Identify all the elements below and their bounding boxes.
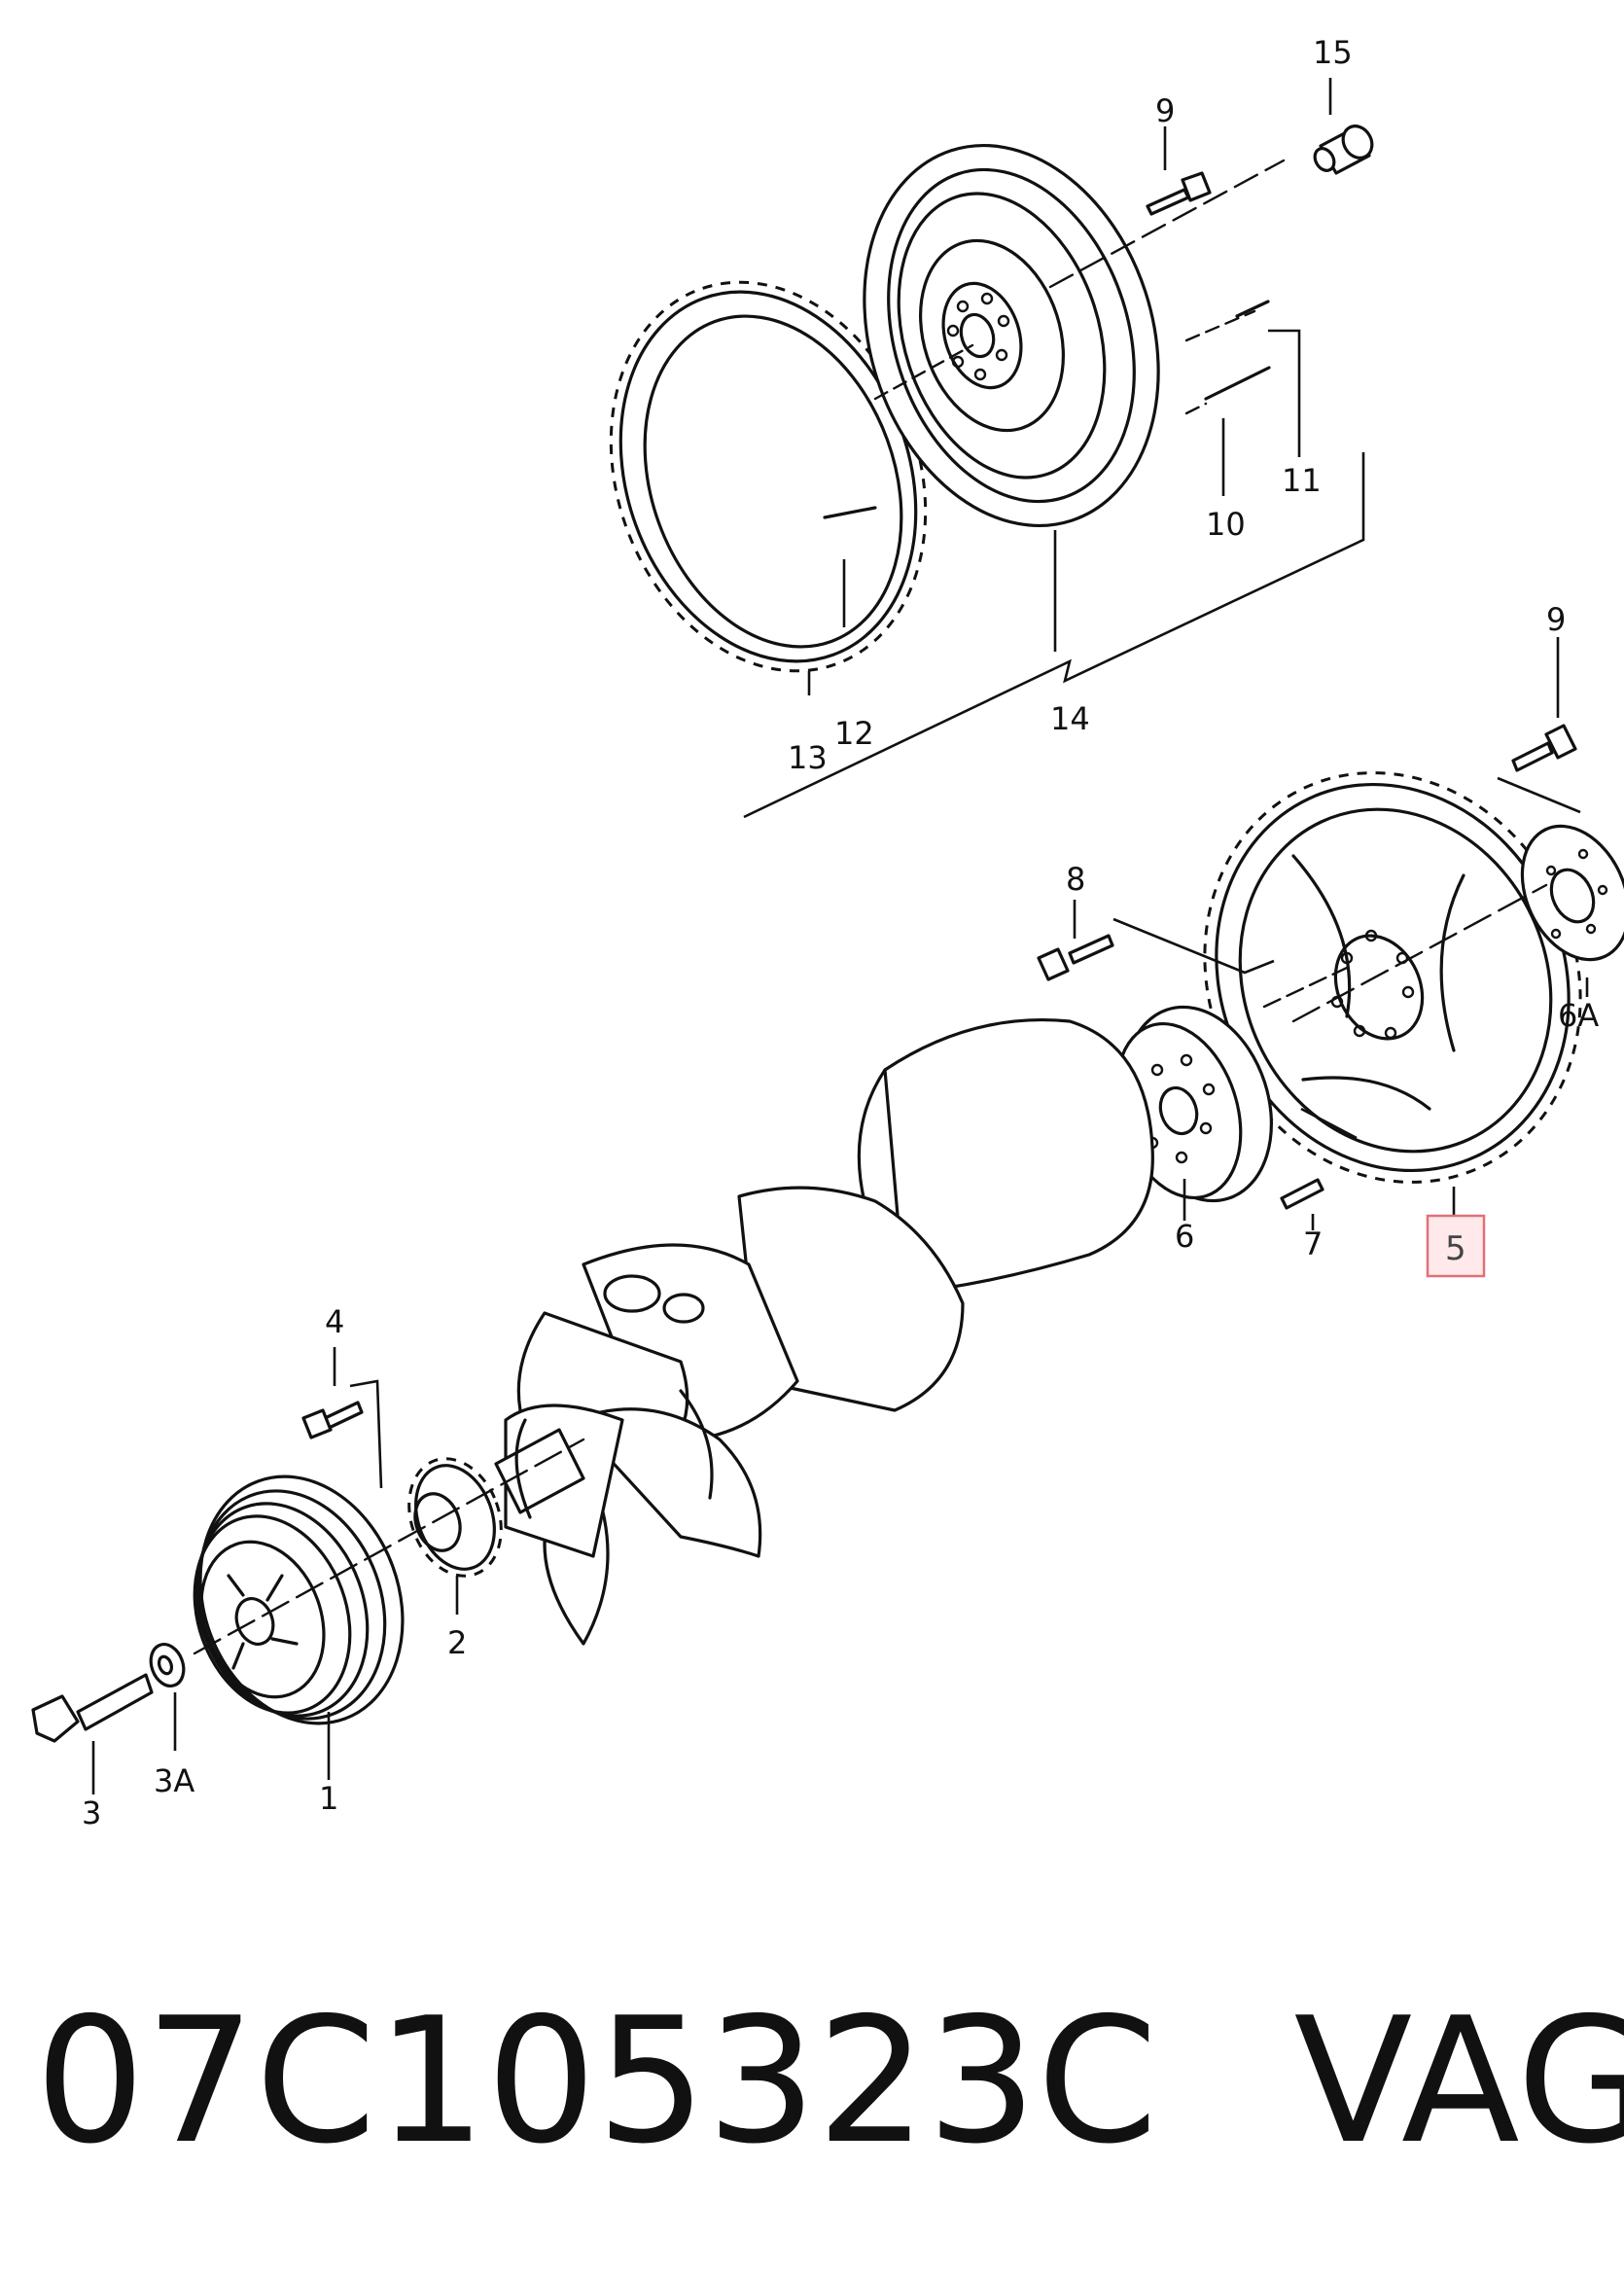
- callout-2: 2: [447, 1624, 467, 1661]
- callout-1: 1: [319, 1780, 338, 1817]
- callout-6a: 6A: [1558, 997, 1599, 1034]
- callout-highlight-box: [1426, 1214, 1486, 1278]
- part-info-footer: 07C105323C VAG: [35, 1974, 1624, 2188]
- bolt-4: [301, 1401, 364, 1439]
- part-number: 07C105323C: [35, 1980, 1158, 2182]
- callout-8: 8: [1066, 861, 1085, 898]
- guide-sleeve-15: [1313, 124, 1374, 175]
- brand-name: VAG: [1293, 1980, 1624, 2182]
- callout-15: 15: [1313, 34, 1353, 71]
- callout-4: 4: [325, 1303, 344, 1340]
- callout-13: 13: [788, 739, 828, 776]
- highlighted-callout-5[interactable]: 5: [1426, 1214, 1486, 1278]
- bolt-3: [31, 1673, 154, 1743]
- callout-3a: 3A: [154, 1762, 194, 1799]
- bolt-8: [1037, 934, 1114, 981]
- crank-sprocket-2: [407, 1457, 503, 1578]
- vibration-damper-pulley-1: [193, 1475, 405, 1725]
- callout-11: 11: [1282, 462, 1322, 499]
- callout-12: 12: [834, 715, 874, 752]
- callout-14: 14: [1050, 700, 1090, 737]
- flywheel-disc: [863, 143, 1160, 528]
- dowel-pin-11: [1235, 300, 1270, 318]
- callout-5: 5: [1445, 1229, 1466, 1268]
- washer-3a: [149, 1643, 186, 1688]
- dowel-pin-10: [1204, 366, 1271, 401]
- shim-plate-6a: [1520, 824, 1624, 962]
- dowel-pin-12: [823, 506, 877, 519]
- crankshaft: [494, 1017, 1154, 1646]
- dowel-pin-7: [1280, 1178, 1324, 1210]
- callout-9-upper: 9: [1155, 92, 1175, 129]
- callout-6: 6: [1175, 1218, 1194, 1255]
- flywheel-assembly: [609, 78, 1374, 819]
- callout-labels: 15 9 11 10 13 12 14 9 8 6A 6 7 4 2 3 3A …: [82, 34, 1599, 1831]
- callout-7: 7: [1303, 1226, 1323, 1262]
- flywheel-bolt-9: [1146, 171, 1212, 216]
- callout-10: 10: [1206, 506, 1246, 543]
- drive-plate-bolt-9: [1511, 724, 1577, 772]
- callout-3: 3: [82, 1794, 101, 1831]
- callout-9-lower: 9: [1546, 601, 1566, 638]
